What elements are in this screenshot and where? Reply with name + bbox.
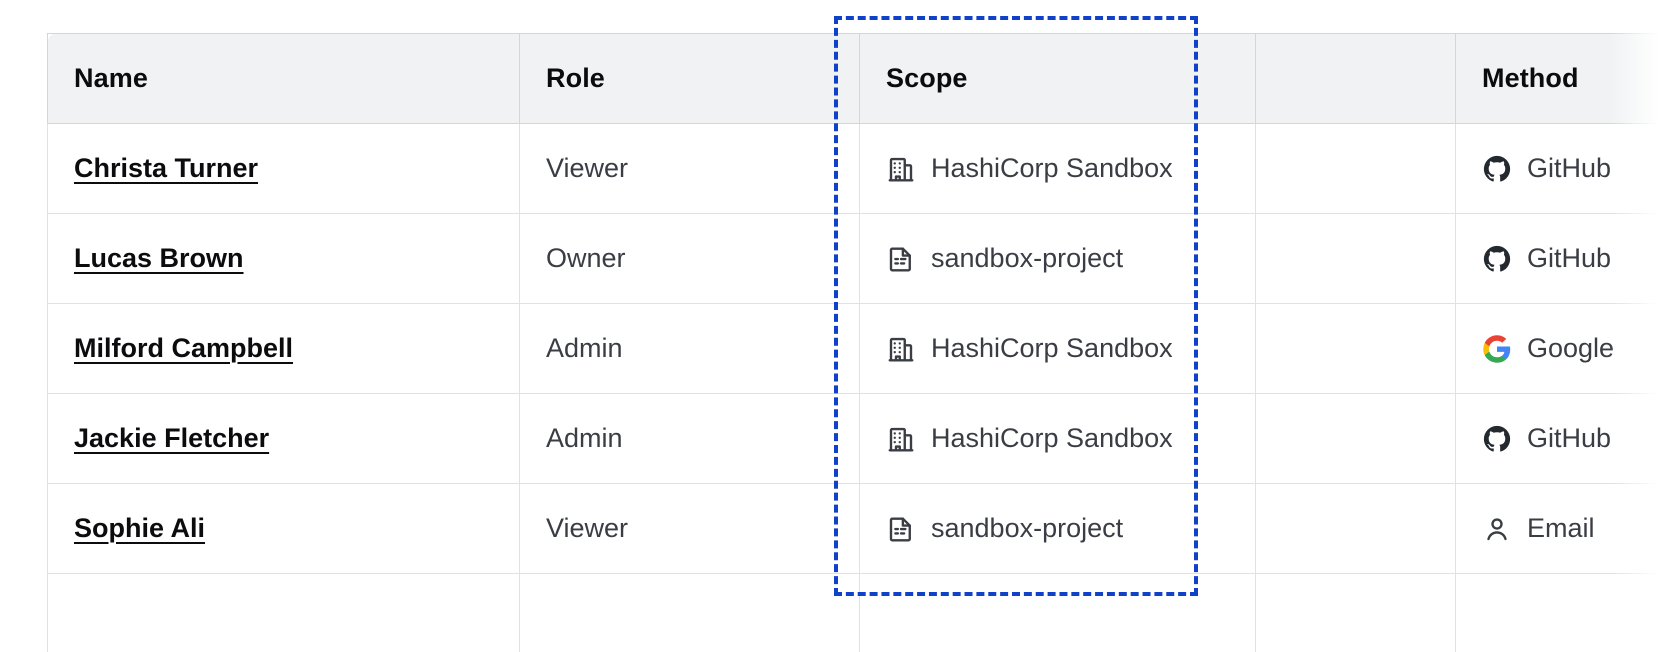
scope-label: sandbox-project (931, 513, 1124, 543)
method-label: GitHub (1527, 153, 1612, 183)
cell-name: Jackie Fletcher (47, 393, 520, 484)
user-name-link[interactable]: Sophie Ali (74, 513, 206, 543)
table-row: Lucas Brown Owner sa (47, 213, 1672, 304)
cell-role: Admin (519, 303, 860, 394)
building-icon (886, 334, 916, 364)
table-header-row: Name Role Scope Method (47, 33, 1672, 124)
table-body: Christa Turner Viewer (47, 123, 1672, 652)
cell-scope: sandbox-project (859, 213, 1256, 304)
cell-method: GitHub (1455, 123, 1672, 214)
scope-label: sandbox-project (931, 243, 1124, 273)
table-row (47, 573, 1672, 652)
column-header-method[interactable]: Method (1455, 33, 1672, 124)
cell-blank (1255, 573, 1456, 652)
method-label: GitHub (1527, 243, 1612, 273)
permissions-table: Name Role Scope Method Christa Turner Vi… (47, 33, 1672, 652)
table-row: Jackie Fletcher Admin (47, 393, 1672, 484)
cell-blank (1255, 303, 1456, 394)
scope-label: HashiCorp Sandbox (931, 423, 1173, 453)
cell-name: Lucas Brown (47, 213, 520, 304)
permissions-table-container: Name Role Scope Method Christa Turner Vi… (47, 33, 1672, 652)
user-icon (1482, 514, 1512, 544)
scope-label: HashiCorp Sandbox (931, 153, 1173, 183)
cell-method (1455, 573, 1672, 652)
user-name-link[interactable]: Christa Turner (74, 153, 259, 183)
table-row: Christa Turner Viewer (47, 123, 1672, 214)
cell-scope: HashiCorp Sandbox (859, 123, 1256, 214)
cell-blank (1255, 213, 1456, 304)
cell-method: Email (1455, 483, 1672, 574)
building-icon (886, 424, 916, 454)
github-icon (1482, 244, 1512, 274)
cell-scope: HashiCorp Sandbox (859, 303, 1256, 394)
cell-role: Owner (519, 213, 860, 304)
building-icon (886, 154, 916, 184)
google-icon (1482, 334, 1512, 364)
method-label: Google (1527, 333, 1615, 363)
cell-name: Milford Campbell (47, 303, 520, 394)
document-icon (886, 514, 916, 544)
cell-name: Sophie Ali (47, 483, 520, 574)
cell-name (47, 573, 520, 652)
user-name-link[interactable]: Lucas Brown (74, 243, 244, 273)
github-icon (1482, 424, 1512, 454)
github-icon (1482, 154, 1512, 184)
scope-label: HashiCorp Sandbox (931, 333, 1173, 363)
cell-role: Admin (519, 393, 860, 484)
table-header: Name Role Scope Method (47, 33, 1672, 124)
method-label: Email (1527, 513, 1595, 543)
column-header-scope[interactable]: Scope (859, 33, 1256, 124)
cell-name: Christa Turner (47, 123, 520, 214)
user-name-link[interactable]: Jackie Fletcher (74, 423, 270, 453)
cell-scope (859, 573, 1256, 652)
column-header-role[interactable]: Role (519, 33, 860, 124)
cell-blank (1255, 123, 1456, 214)
cell-role: Viewer (519, 483, 860, 574)
user-name-link[interactable]: Milford Campbell (74, 333, 294, 363)
method-label: GitHub (1527, 423, 1612, 453)
cell-scope: HashiCorp Sandbox (859, 393, 1256, 484)
table-row: Milford Campbell Admin (47, 303, 1672, 394)
cell-method: GitHub (1455, 393, 1672, 484)
cell-role (519, 573, 860, 652)
cell-scope: sandbox-project (859, 483, 1256, 574)
table-row: Sophie Ali Viewer sa (47, 483, 1672, 574)
cell-method: GitHub (1455, 213, 1672, 304)
cell-method: Google (1455, 303, 1672, 394)
cell-role: Viewer (519, 123, 860, 214)
cell-blank (1255, 393, 1456, 484)
cell-blank (1255, 483, 1456, 574)
document-icon (886, 244, 916, 274)
column-header-name[interactable]: Name (47, 33, 520, 124)
column-header-blank (1255, 33, 1456, 124)
